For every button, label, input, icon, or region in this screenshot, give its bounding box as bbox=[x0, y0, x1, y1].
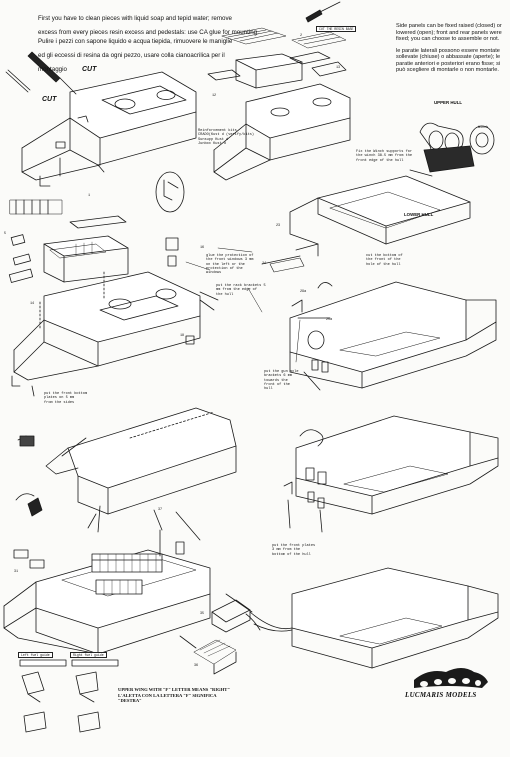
part-num-25a: 25a bbox=[326, 318, 333, 322]
hull-step-3 bbox=[8, 199, 201, 397]
lower-hull-label: LOWER HULL bbox=[404, 212, 434, 217]
note-bottom-plates: put the front bottom plates on 5 mm from… bbox=[44, 392, 88, 405]
part-num-14: 14 bbox=[30, 302, 35, 306]
right-fuel-guide-label: Right fuel guide bbox=[70, 652, 107, 658]
part-num-13: 13 bbox=[336, 66, 341, 70]
note-front-plates: put the front plates 3 mm from the botto… bbox=[272, 544, 316, 557]
cut-label-1: CUT bbox=[82, 66, 97, 73]
part-num-5: 5 bbox=[4, 232, 7, 236]
side-note-it: le paratie laterali possono essere monta… bbox=[396, 47, 501, 73]
hull-step-2 bbox=[207, 1, 351, 181]
upper-hull-label: UPPER HULL bbox=[434, 100, 463, 105]
winch-assembly bbox=[409, 122, 495, 177]
part-num-23: 23 bbox=[276, 224, 281, 228]
part-num-2: 2 bbox=[300, 34, 303, 38]
note-winch-support: Fix the Winch supports for the winch 38.… bbox=[356, 150, 413, 163]
hull-step-7 bbox=[283, 415, 499, 533]
part-num-18: 18 bbox=[180, 334, 185, 338]
hull-step-5 bbox=[15, 407, 237, 533]
left-fuel-guide-label: Left fuel guide bbox=[18, 652, 53, 658]
part-num-16: 16 bbox=[200, 246, 205, 250]
part-num-29a: 29a bbox=[300, 290, 307, 294]
intro-instructions: First you have to clean pieces with liqu… bbox=[38, 8, 308, 73]
file-tool-icon bbox=[5, 69, 31, 93]
cut-label-2: CUT bbox=[42, 96, 57, 103]
intro-en-line-1: First you have to clean pieces with liqu… bbox=[38, 15, 232, 23]
intro-en-line-2: excess from every pieces resin excess an… bbox=[38, 29, 259, 37]
winch-label: Winch bbox=[478, 126, 489, 130]
lower-hull-top bbox=[261, 175, 471, 273]
part-num-24: 24 bbox=[262, 262, 267, 266]
note-reinforce: Reinforcement kits CRADO(Kust d (verify/… bbox=[198, 129, 255, 146]
tow-hook-detail bbox=[155, 171, 219, 311]
hull-step-8 bbox=[249, 567, 499, 669]
brand-name: LUCMARIS MODELS bbox=[405, 691, 477, 699]
hull-step-4 bbox=[289, 281, 497, 391]
intro-it-line-3: montaggio bbox=[38, 66, 67, 73]
note-brackets: put the rack brackets 5 mm from the edge… bbox=[216, 284, 266, 297]
part-num-36: 36 bbox=[194, 664, 199, 668]
cut-resin-base-label: CUT THE RESIN BASE bbox=[316, 26, 357, 32]
note-gun-axle: put the gun axle brackets 6 mm towards t… bbox=[264, 370, 299, 392]
hull-step-1 bbox=[21, 71, 197, 187]
part-num-1: 1 bbox=[88, 194, 91, 198]
part-num-12: 12 bbox=[212, 94, 217, 98]
knife-icon bbox=[27, 51, 77, 95]
side-note-en: Side panels can be fixed raised (closed)… bbox=[396, 23, 502, 43]
intro-it-line-1: Pulire i pezzi con sapone liquido e acqu… bbox=[38, 37, 233, 45]
part-num-35: 35 bbox=[200, 612, 205, 616]
brand-logo bbox=[414, 668, 488, 688]
hull-step-6 bbox=[3, 509, 211, 655]
wing-parts bbox=[179, 593, 261, 675]
part-num-37: 37 bbox=[158, 508, 163, 512]
leader-lines bbox=[185, 247, 301, 363]
intro-it-line-2: ed gli eccessi di resina da ogni pezzo, … bbox=[38, 51, 225, 59]
fuel-guide-parts bbox=[19, 659, 119, 733]
note-protection: glue the protection of the front windows… bbox=[206, 254, 254, 276]
part-num-31: 31 bbox=[14, 570, 19, 574]
upper-wing-note: UPPER WING WITH "F" LETTER MEANS "RIGHT"… bbox=[118, 687, 230, 704]
note-cut-bottom: cut the bottom of the front of the hole … bbox=[366, 254, 403, 267]
side-panel-notes: Side panels can be fixed raised (closed)… bbox=[396, 17, 504, 80]
